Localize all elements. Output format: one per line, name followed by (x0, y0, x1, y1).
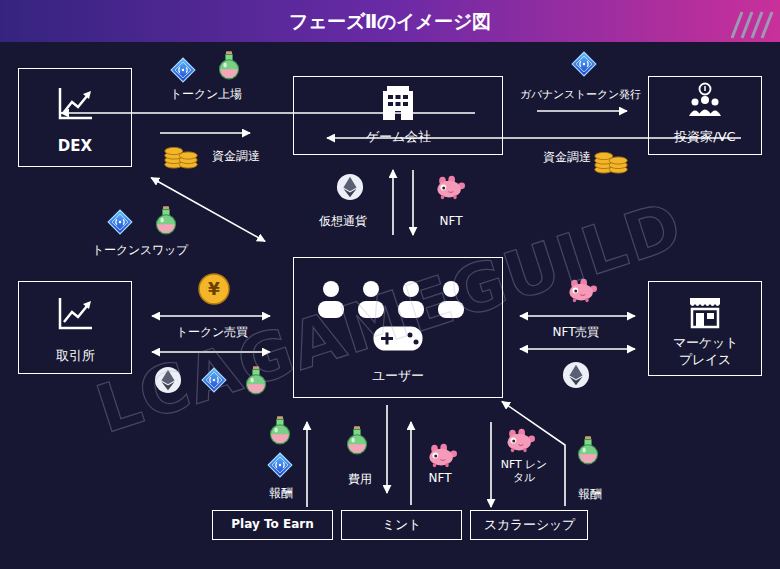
entity-box: 投資家/VC (648, 76, 762, 155)
node-label: ミント (382, 517, 421, 534)
entity-box: ユーザー (293, 257, 503, 398)
entity-box: ゲーム会社 (293, 76, 503, 155)
title-bar: フェーズⅡのイメージ図 (0, 0, 780, 42)
node-label: ユーザー (372, 368, 424, 385)
entity-box: ミント (341, 510, 462, 540)
title-stripes (732, 12, 772, 38)
shop-icon (690, 298, 720, 327)
flow-arrow (520, 315, 635, 317)
flow-arrow (61, 112, 475, 114)
entity-box: Play To Earn (212, 510, 333, 540)
edge-label: 報酬 (269, 487, 293, 501)
node-label: 投資家/VC (674, 129, 735, 146)
flow-arrow (502, 401, 565, 506)
edge-label: 資金調達 (212, 150, 260, 164)
edge-label: NFT レンタル (500, 459, 548, 484)
edge-label: ガバナンストークン発行 (520, 89, 641, 102)
edge-label: トークンスワップ (92, 244, 188, 258)
node-label: DEX (58, 137, 92, 157)
node-label: スカラーシップ (484, 517, 575, 534)
edge-label: NFT (440, 215, 463, 229)
flow-arrow (392, 170, 394, 235)
edge-label: 仮想通貨 (319, 215, 367, 229)
node-label: 取引所 (56, 348, 95, 365)
flow-arrow (152, 315, 270, 317)
node-label: Play To Earn (231, 517, 313, 533)
flow-arrow (537, 110, 627, 112)
flow-arrow (151, 178, 265, 242)
yen-symbol: ¥ (208, 281, 220, 298)
investor-icon (689, 84, 721, 117)
chart-icon (60, 298, 92, 328)
edge-label: NFT (429, 472, 452, 486)
edge-label: 報酬 (578, 488, 602, 502)
entity-box: DEX (18, 68, 132, 167)
flow-arrow (410, 422, 412, 505)
edge-label: トークン売買 (176, 326, 248, 340)
entity-box: 取引所 (18, 281, 132, 374)
flow-arrow (160, 132, 250, 134)
watermark: LCAGAMEGUILD (89, 192, 690, 444)
title: フェーズⅡのイメージ図 (0, 0, 780, 42)
flow-arrow (306, 422, 308, 507)
entity-box: スカラーシップ (470, 510, 588, 540)
node-label: マーケット プレイス (667, 335, 743, 369)
edge-label: 費用 (348, 473, 372, 487)
flow-arrow (490, 422, 492, 507)
edge-label: トークン上場 (170, 88, 242, 102)
edge-label: NFT売買 (553, 326, 600, 340)
node-label: ゲーム会社 (366, 129, 431, 146)
building-icon (383, 86, 413, 120)
flow-arrow (386, 405, 388, 493)
flow-arrow (520, 348, 635, 350)
edge-label: 資金調達 (543, 151, 591, 165)
entity-box: マーケット プレイス (648, 281, 762, 376)
flow-arrow (412, 170, 414, 235)
